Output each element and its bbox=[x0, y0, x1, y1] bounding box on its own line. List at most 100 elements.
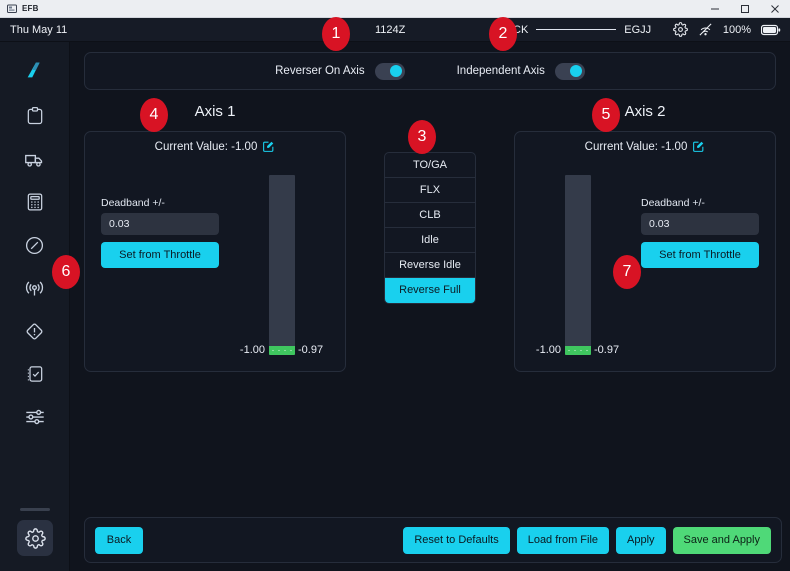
axis2-current-value-row: Current Value: -1.00 bbox=[527, 140, 763, 153]
back-button[interactable]: Back bbox=[95, 526, 143, 554]
axis1-gauge-low-label: -1.00 bbox=[239, 344, 265, 356]
axis1-current-value-row: Current Value: -1.00 bbox=[97, 140, 333, 153]
axis1-panel: Current Value: -1.00 Deadband +/- bbox=[84, 131, 346, 372]
toggle-label: Independent Axis bbox=[456, 65, 545, 77]
load-from-file-button[interactable]: Load from File bbox=[516, 526, 610, 554]
detent-item-reverse-full[interactable]: Reverse Full bbox=[385, 278, 475, 303]
axis1-deadband-input[interactable] bbox=[101, 213, 219, 235]
axis1-gauge: -1.00 -0.97 bbox=[240, 175, 323, 356]
axis2-inner: Deadband +/- Set from Throttle -1.00 -0.… bbox=[527, 153, 763, 359]
axis2-gauge-high-label: -0.97 bbox=[594, 344, 620, 356]
edit-square-icon[interactable] bbox=[262, 140, 275, 153]
sidebar-item-presets[interactable] bbox=[17, 399, 53, 435]
sidebar-item-settings[interactable] bbox=[17, 520, 53, 556]
annotation-badge-4: 4 bbox=[140, 98, 168, 132]
axis2-column: Axis 2 Current Value: -1.00 D bbox=[514, 101, 776, 372]
app-body: Reverser On Axis Independent Axis Axis 1… bbox=[0, 42, 790, 571]
axis1-column: Axis 1 Current Value: -1.00 D bbox=[84, 101, 346, 372]
detent-item-clb[interactable]: CLB bbox=[385, 203, 475, 228]
sidebar-item-navigation[interactable] bbox=[17, 227, 53, 263]
annotation-badge-3: 3 bbox=[408, 120, 436, 154]
battery-icon bbox=[761, 24, 781, 36]
action-buttons-right: Reset to Defaults Load from File Apply S… bbox=[403, 526, 771, 554]
switch-knob bbox=[389, 65, 402, 77]
axis-options-panel: Reverser On Axis Independent Axis bbox=[84, 52, 776, 90]
detent-item-reverse-idle[interactable]: Reverse Idle bbox=[385, 253, 475, 278]
titlebar-left: EFB bbox=[0, 4, 39, 14]
detent-column: TO/GA FLX CLB Idle Reverse Idle Reverse … bbox=[346, 101, 514, 304]
axis1-gauge-track[interactable] bbox=[269, 175, 295, 355]
sidebar-divider bbox=[20, 508, 50, 511]
toggle-independent-axis[interactable]: Independent Axis bbox=[456, 62, 585, 80]
axis2-current-value: Current Value: -1.00 bbox=[584, 140, 688, 153]
axis1-gauge-marker bbox=[269, 346, 295, 355]
status-date: Thu May 11 bbox=[10, 23, 68, 36]
axis1-inner: Deadband +/- Set from Throttle -1.00 -0.… bbox=[97, 153, 333, 359]
sidebar-item-atc[interactable] bbox=[17, 270, 53, 306]
detent-list: TO/GA FLX CLB Idle Reverse Idle Reverse … bbox=[384, 152, 476, 304]
battery-percent: 100% bbox=[722, 23, 751, 36]
sidebar-item-performance[interactable] bbox=[17, 184, 53, 220]
sidebar bbox=[0, 42, 70, 571]
axis2-deadband-label: Deadband +/- bbox=[641, 197, 705, 209]
toggle-label: Reverser On Axis bbox=[275, 65, 365, 77]
main-content: Reverser On Axis Independent Axis Axis 1… bbox=[70, 42, 790, 571]
axis1-current-value: Current Value: -1.00 bbox=[154, 140, 258, 153]
window-title: EFB bbox=[22, 4, 39, 13]
annotation-badge-5: 5 bbox=[592, 98, 620, 132]
annotation-badge-2: 2 bbox=[489, 17, 517, 51]
sidebar-item-ground-services[interactable] bbox=[17, 141, 53, 177]
axis2-set-from-throttle-button[interactable]: Set from Throttle bbox=[641, 242, 759, 268]
window-controls bbox=[700, 0, 790, 18]
sidebar-bottom bbox=[0, 508, 70, 563]
broadcast-icon bbox=[24, 278, 45, 299]
apply-button[interactable]: Apply bbox=[616, 526, 666, 554]
truck-icon bbox=[24, 149, 45, 170]
save-and-apply-button[interactable]: Save and Apply bbox=[672, 526, 771, 554]
axis1-title: Axis 1 bbox=[194, 103, 236, 120]
sidebar-item-dashboard-logo[interactable] bbox=[17, 52, 53, 88]
axis2-title: Axis 2 bbox=[624, 103, 666, 120]
annotation-badge-6: 6 bbox=[52, 255, 80, 289]
wifi-off-icon[interactable] bbox=[698, 22, 713, 37]
axis2-gauge-marker bbox=[565, 346, 591, 355]
axis1-deadband-label: Deadband +/- bbox=[101, 197, 165, 209]
minimize-icon[interactable] bbox=[700, 0, 730, 18]
sidebar-item-checklists[interactable] bbox=[17, 356, 53, 392]
axis1-deadband-block: Deadband +/- Set from Throttle bbox=[101, 197, 219, 268]
toggle-reverser-on-axis[interactable]: Reverser On Axis bbox=[275, 62, 405, 80]
axis2-gauge-low-label: -1.00 bbox=[535, 344, 561, 356]
axis2-gauge-track[interactable] bbox=[565, 175, 591, 355]
action-bar: Back Reset to Defaults Load from File Ap… bbox=[84, 517, 782, 563]
route-indicator: CK EGJJ bbox=[513, 24, 651, 36]
calculator-icon bbox=[25, 192, 45, 212]
clipboard-icon bbox=[25, 106, 45, 126]
edit-square-icon[interactable] bbox=[692, 140, 705, 153]
status-time: 1124Z bbox=[375, 23, 406, 36]
axis2-deadband-block: Deadband +/- Set from Throttle bbox=[641, 197, 759, 268]
aircraft-tail-icon bbox=[24, 59, 46, 81]
sidebar-item-dispatch[interactable] bbox=[17, 98, 53, 134]
warning-diamond-icon bbox=[24, 321, 45, 342]
gear-icon[interactable] bbox=[673, 22, 688, 37]
close-icon[interactable] bbox=[760, 0, 790, 18]
switch-reverser-on-axis[interactable] bbox=[374, 62, 405, 80]
axis2-deadband-input[interactable] bbox=[641, 213, 759, 235]
axis1-gauge-high-label: -0.97 bbox=[298, 344, 324, 356]
window-titlebar: EFB bbox=[0, 0, 790, 18]
sidebar-item-failures[interactable] bbox=[17, 313, 53, 349]
maximize-icon[interactable] bbox=[730, 0, 760, 18]
detent-item-toga[interactable]: TO/GA bbox=[385, 153, 475, 178]
detent-item-idle[interactable]: Idle bbox=[385, 228, 475, 253]
sliders-icon bbox=[24, 406, 46, 428]
efb-statusbar: Thu May 11 1124Z CK EGJJ 100% bbox=[0, 18, 790, 42]
axis2-gauge: -1.00 -0.97 bbox=[536, 175, 619, 356]
switch-knob bbox=[569, 65, 582, 77]
route-destination: EGJJ bbox=[624, 23, 652, 36]
detent-item-flx[interactable]: FLX bbox=[385, 178, 475, 203]
annotation-badge-7: 7 bbox=[613, 255, 641, 289]
window-app-icon bbox=[7, 4, 17, 14]
axis1-set-from-throttle-button[interactable]: Set from Throttle bbox=[101, 242, 219, 268]
switch-independent-axis[interactable] bbox=[554, 62, 585, 80]
reset-to-defaults-button[interactable]: Reset to Defaults bbox=[403, 526, 510, 554]
